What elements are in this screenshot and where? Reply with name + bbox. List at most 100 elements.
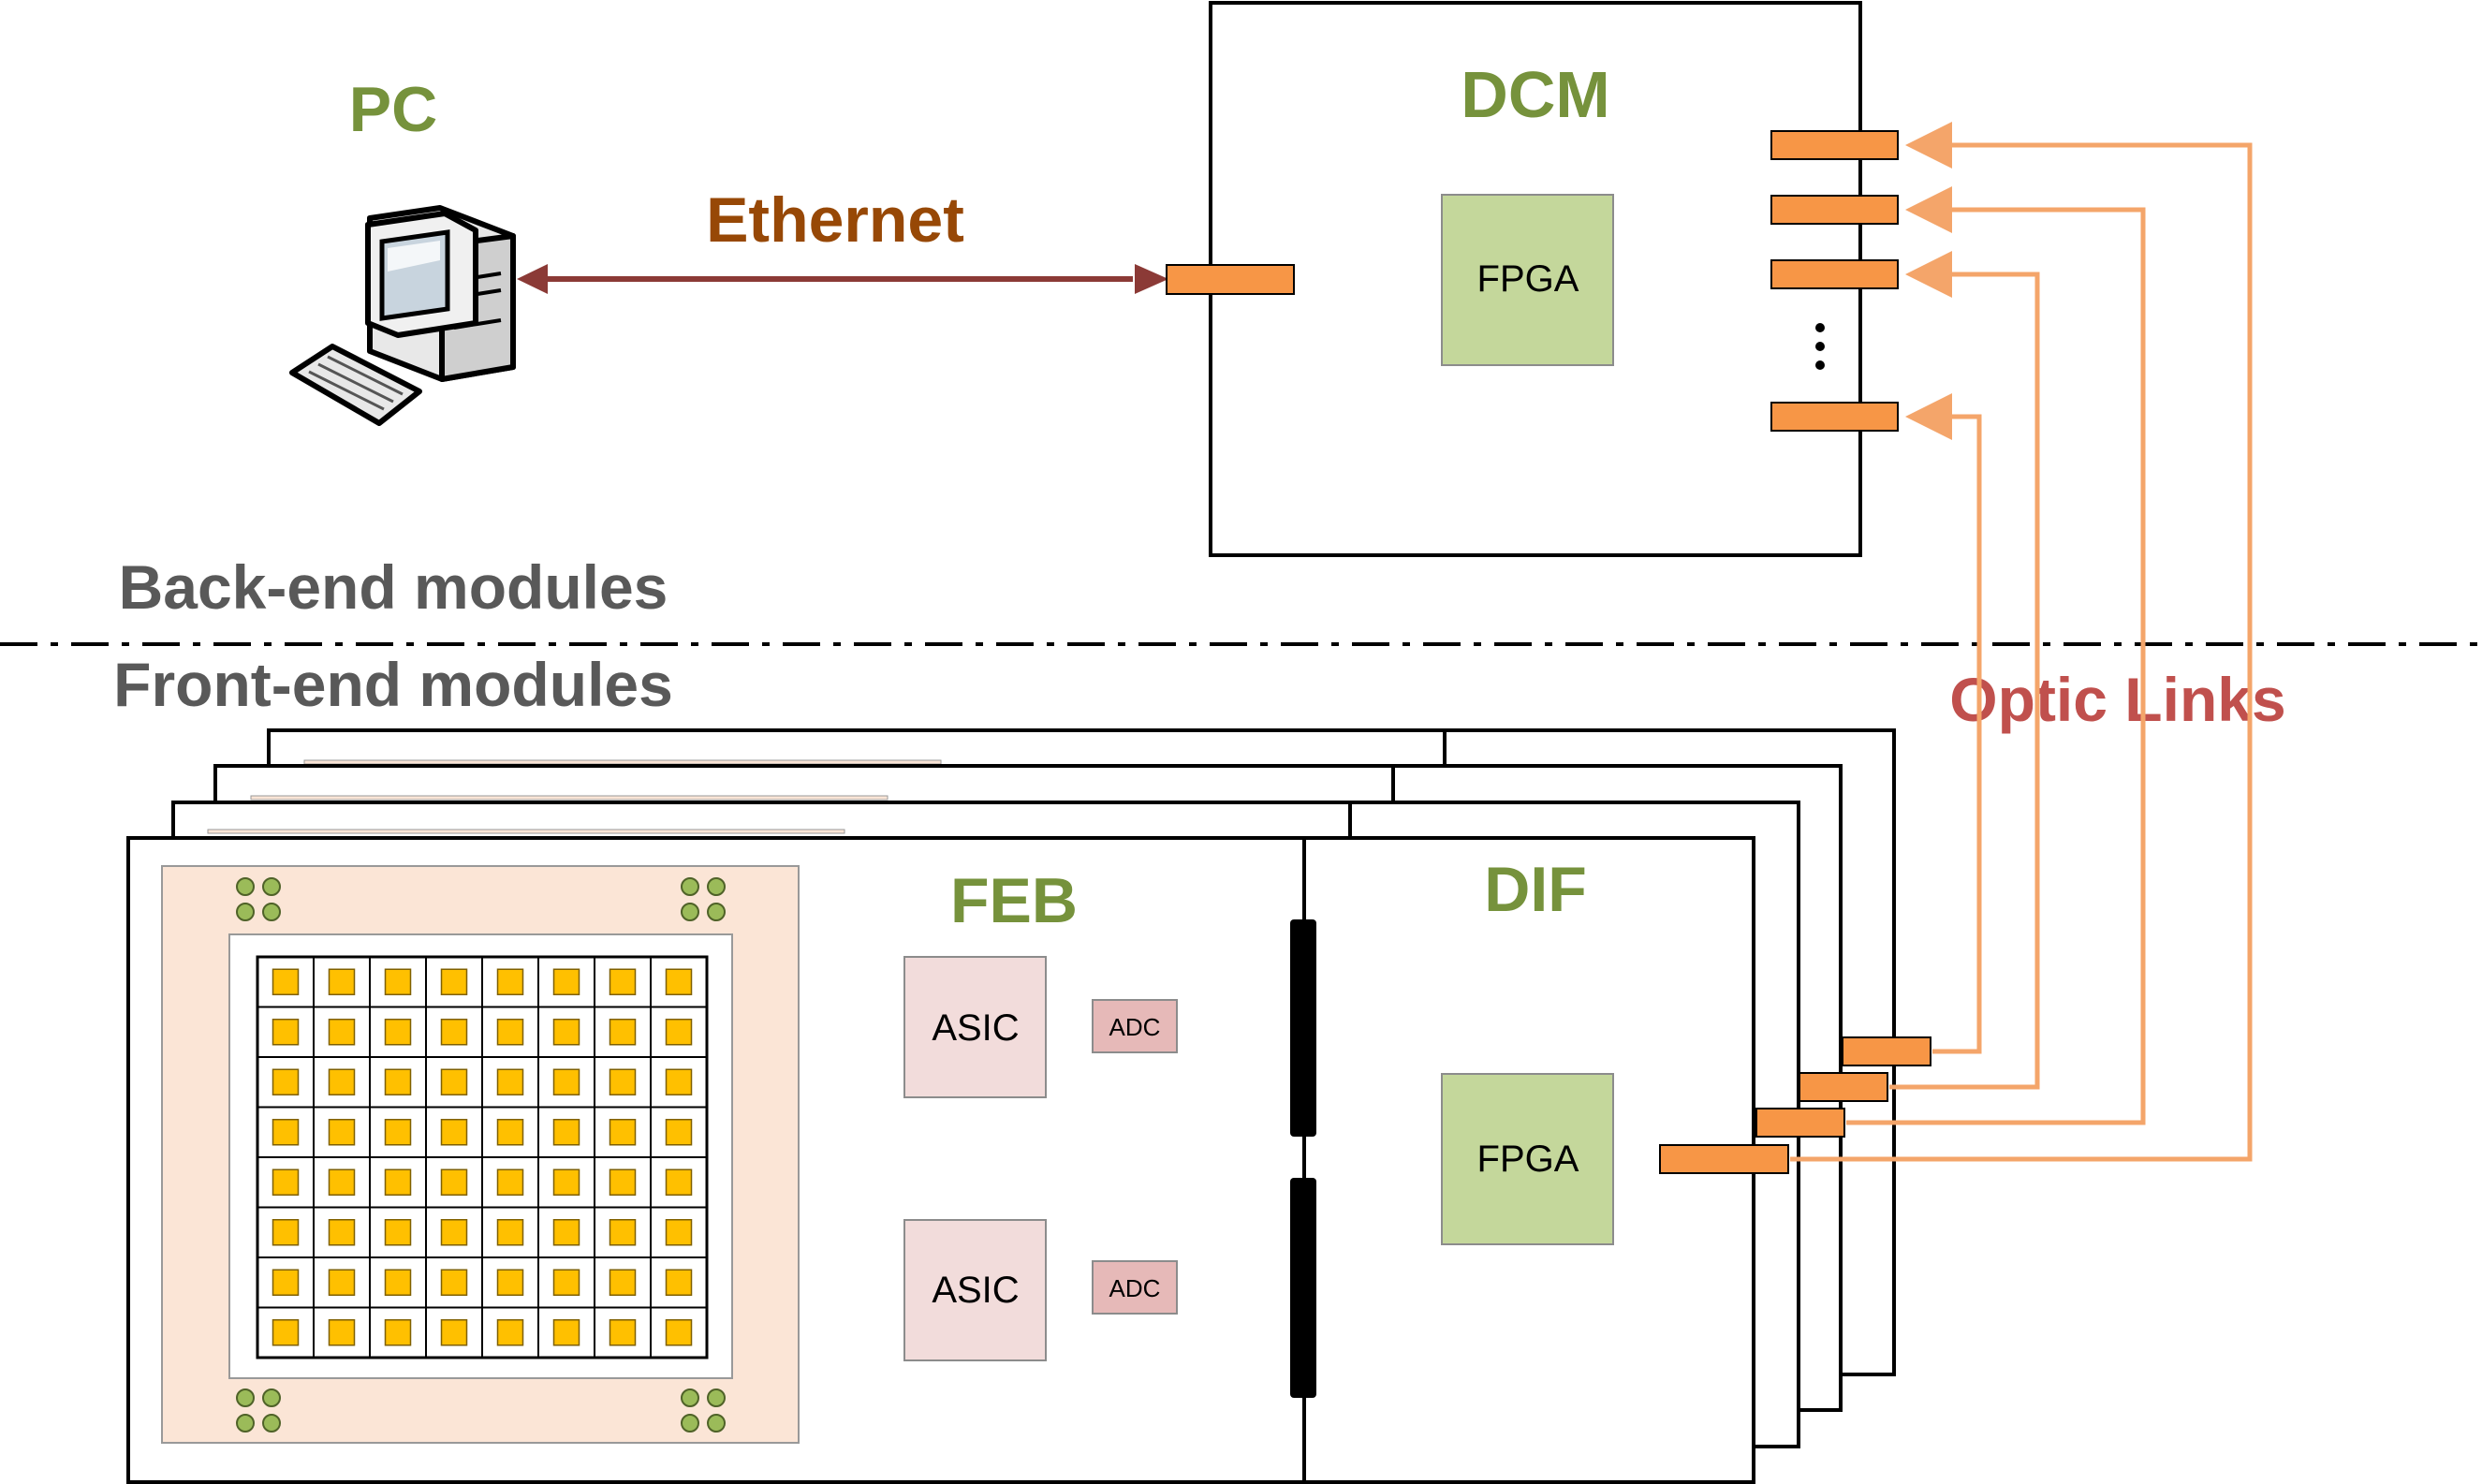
dcm-label: DCM (1461, 58, 1609, 131)
adc-label-bottom: ADC (1109, 1274, 1161, 1302)
ethernet-link (517, 264, 1168, 294)
backend-label: Back-end modules (119, 552, 668, 622)
sensor-pad (272, 1219, 300, 1246)
ellipsis-dots (1815, 323, 1825, 370)
sensor-pad (384, 1219, 412, 1246)
sensor-pad (440, 1068, 468, 1095)
sensor-pad (328, 1219, 356, 1246)
sensor-pad (272, 1119, 300, 1146)
sensor-pad (609, 1319, 637, 1346)
sensor-pad (552, 1019, 580, 1046)
dcm-optic-port-1 (1770, 130, 1899, 160)
sensor-pad (665, 1068, 693, 1095)
sensor-pad (272, 1168, 300, 1196)
sensor-pad (384, 1119, 412, 1146)
sensor-pad (328, 1019, 356, 1046)
board-connector-bottom (1290, 1178, 1316, 1398)
sensor-pad (384, 1319, 412, 1346)
dif-optic-port-1 (1755, 1108, 1845, 1138)
feb-label: FEB (950, 865, 1078, 936)
sensor-pad (665, 1119, 693, 1146)
sensor-pad (609, 1119, 637, 1146)
sensor-pad (496, 1269, 524, 1296)
sensor-pad (496, 1168, 524, 1196)
dif-optic-port-0 (1659, 1144, 1789, 1174)
pc-label: PC (349, 74, 437, 145)
sensor-pad (665, 1219, 693, 1246)
sensor-pad (328, 1269, 356, 1296)
optic-link-3 (1889, 251, 2040, 1090)
sensor-pad (552, 968, 580, 995)
sensor-pad (609, 1068, 637, 1095)
asic-chip-top (903, 956, 1047, 1098)
pad-cell (650, 1306, 708, 1359)
pad-grid (256, 955, 709, 1359)
dcm-optic-port-4 (1770, 402, 1899, 432)
sensor-pad (609, 968, 637, 995)
sensor-pad (552, 1068, 580, 1095)
sensor-pad (440, 1319, 468, 1346)
dif-label: DIF (1484, 854, 1587, 925)
dif-fpga-label: FPGA (1477, 1139, 1579, 1180)
sensor-pad (665, 1168, 693, 1196)
sensor-pad (609, 1219, 637, 1246)
sensor-pad (440, 968, 468, 995)
asic-label-bottom: ASIC (932, 1270, 1019, 1311)
sensor-pad (272, 1319, 300, 1346)
adc-label-top: ADC (1109, 1013, 1161, 1041)
optic-link-4 (1905, 393, 1982, 1054)
dcm-optic-port-2 (1770, 195, 1899, 225)
sensor-pad (328, 1168, 356, 1196)
dcm-fpga-chip (1441, 194, 1614, 366)
optic-links-label: Optic Links (1949, 665, 2285, 734)
sensor-pad (496, 1219, 524, 1246)
optic-link-2 (1846, 186, 2146, 1125)
sensor-pad (440, 1168, 468, 1196)
sensor-pad (272, 1068, 300, 1095)
sensor-pad (496, 968, 524, 995)
sensor-pad (328, 1319, 356, 1346)
sensor-pad (665, 1019, 693, 1046)
sensor-pad (552, 1119, 580, 1146)
sensor-pad (609, 1269, 637, 1296)
mounting-screws-top-left (236, 877, 281, 921)
pc-computer-icon (289, 205, 516, 426)
asic-chip-bottom (903, 1219, 1047, 1361)
dif-fpga-chip (1441, 1073, 1614, 1245)
sensor-pad (384, 1168, 412, 1196)
mounting-screws-bottom-left (236, 1388, 281, 1433)
sensor-pad (328, 1119, 356, 1146)
asic-label-top: ASIC (932, 1007, 1019, 1049)
sensor-pad (384, 1068, 412, 1095)
sensor-pad (496, 1019, 524, 1046)
sensor-pad (496, 1319, 524, 1346)
sensor-pad (272, 968, 300, 995)
sensor-pad (552, 1219, 580, 1246)
dif-optic-port-2 (1799, 1072, 1888, 1102)
dcm-fpga-label: FPGA (1477, 258, 1579, 300)
mounting-screws-top-right (681, 877, 726, 921)
optic-links (1790, 122, 2253, 1162)
sensor-pad (272, 1269, 300, 1296)
sensor-pad (272, 1019, 300, 1046)
sensor-pad (440, 1269, 468, 1296)
sensor-pad (440, 1219, 468, 1246)
board-connector-top (1290, 919, 1316, 1137)
sensor-pad (496, 1119, 524, 1146)
sensor-pad (384, 1019, 412, 1046)
sensor-pad (609, 1019, 637, 1046)
dcm-ethernet-port (1166, 264, 1295, 295)
sensor-pad (552, 1269, 580, 1296)
ethernet-label: Ethernet (706, 184, 964, 256)
adc-chip-top (1092, 999, 1178, 1053)
mounting-screws-bottom-right (681, 1388, 726, 1433)
sensor-pad (384, 1269, 412, 1296)
sensor-pad (609, 1168, 637, 1196)
sensor-pad (440, 1019, 468, 1046)
sensor-pad (665, 1319, 693, 1346)
sensor-pad (440, 1119, 468, 1146)
sensor-pad (665, 1269, 693, 1296)
adc-chip-bottom (1092, 1260, 1178, 1315)
dif-optic-port-3 (1842, 1036, 1931, 1066)
